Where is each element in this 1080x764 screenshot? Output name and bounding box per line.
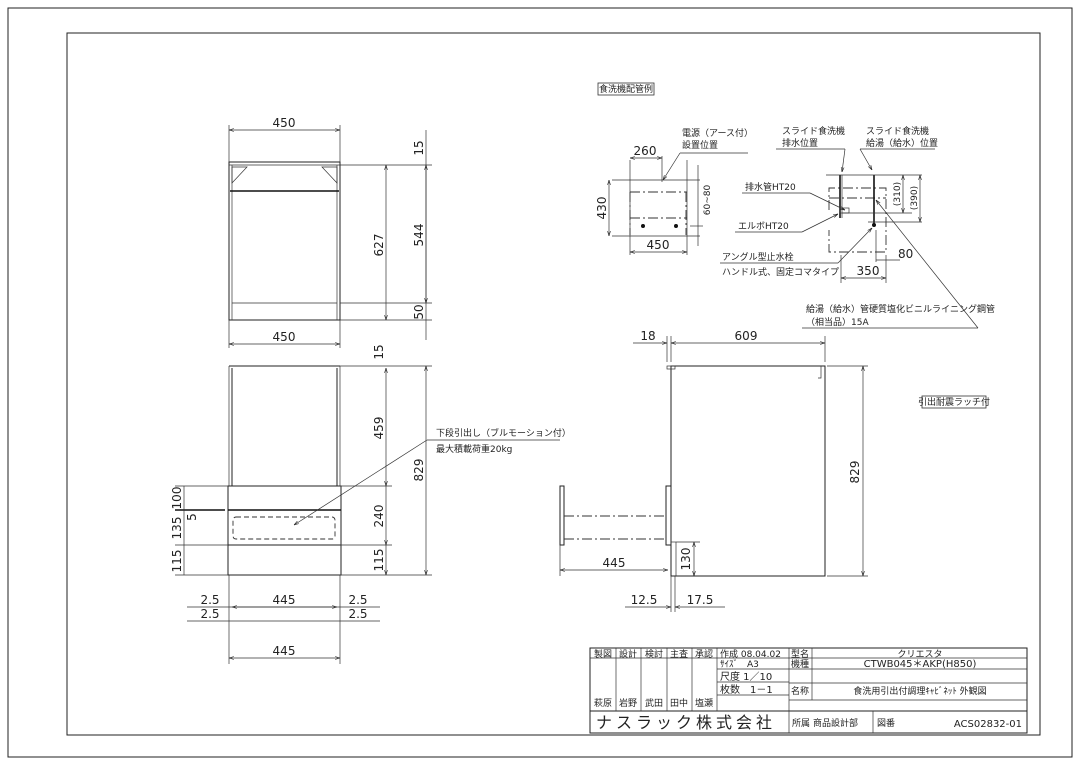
power-label-line2: 設置位置 bbox=[682, 139, 718, 151]
dim-front-inner-width: 445 bbox=[273, 593, 296, 607]
piping-title: 食洗機配管例 bbox=[599, 83, 653, 95]
piping-dim-390: (390) bbox=[910, 186, 920, 210]
title-block: 製図 設計 検討 主査 承認 萩原 岩野 武田 田中 塩瀬 作成 08.04.0… bbox=[589, 647, 1028, 734]
side-view: 130 18 609 829 445 12.5 17.5 引出耐震ラッチ付 bbox=[559, 329, 990, 612]
dim-side-door-thickness: 18 bbox=[640, 329, 655, 343]
valve-label-line2: ハンドル式、固定コマタイプ bbox=[722, 266, 839, 278]
sheet-count: 枚数 1－1 bbox=[720, 683, 773, 696]
piping-dim-260: 260 bbox=[634, 144, 657, 158]
dim-plan-width-top: 450 bbox=[273, 116, 296, 130]
elbow-label: エルボHT20 bbox=[738, 221, 789, 232]
drain-position-line1: スライド食洗機 bbox=[782, 125, 845, 137]
dept: 商品設計部 bbox=[813, 717, 858, 729]
supply-position-line2: 給湯（給水）位置 bbox=[866, 137, 938, 149]
role-chief: 主査 bbox=[670, 648, 688, 660]
pipe-note-line2: （相当品）15A bbox=[806, 316, 869, 328]
pipe-note-line1: 給湯（給水）管硬質塩化ビニルライニング鋼管 bbox=[806, 303, 995, 315]
piping-dim-430: 430 bbox=[595, 197, 609, 220]
front-view: 15 459 240 115 829 100 5 135 115 2.5 2.5… bbox=[170, 344, 571, 664]
drawer-note-line2: 最大積載荷重20kg bbox=[436, 443, 512, 455]
drain-position-line2: 排水位置 bbox=[782, 137, 818, 149]
dim-gap-left-b: 2.5 bbox=[200, 607, 219, 621]
piping-dim-450: 450 bbox=[647, 238, 670, 252]
name-approval: 塩瀬 bbox=[695, 697, 713, 709]
dim-side-height: 829 bbox=[848, 461, 862, 484]
dim-side-drawer-pull: 445 bbox=[603, 556, 626, 570]
role-drafting: 製図 bbox=[594, 648, 612, 660]
name-design: 岩野 bbox=[619, 697, 637, 709]
name-review: 武田 bbox=[645, 697, 663, 709]
dim-side-depth: 609 bbox=[735, 329, 758, 343]
drawing-title: 食洗用引出付調理ｷｬﾋﾞﾈｯﾄ 外観図 bbox=[853, 685, 986, 697]
model-name: クリエスタ bbox=[897, 649, 942, 660]
dept-label: 所属 bbox=[792, 718, 810, 729]
dim-side-b: 17.5 bbox=[687, 593, 714, 607]
drawing-no-label: 図番 bbox=[877, 717, 895, 729]
piping-dim-60-80: 60~80 bbox=[703, 185, 713, 216]
dim-front-plinth-right: 115 bbox=[372, 549, 386, 572]
dim-gap-right-b: 2.5 bbox=[348, 607, 367, 621]
title-label: 名称 bbox=[791, 685, 809, 697]
drawing-frame bbox=[66, 32, 1041, 736]
dim-front-top-offset: 15 bbox=[372, 344, 386, 359]
model-name-label: 型名 bbox=[791, 648, 809, 660]
piping-dim-350: 350 bbox=[857, 264, 880, 278]
dim-plan-width-bottom: 450 bbox=[273, 330, 296, 344]
power-label-line1: 電源（アース付） bbox=[682, 128, 753, 139]
dim-side-a: 12.5 bbox=[631, 593, 658, 607]
dim-plan-bottom-offset: 50 bbox=[412, 304, 426, 319]
dim-plan-depth: 627 bbox=[372, 234, 386, 257]
piping-dim-310: (310) bbox=[893, 182, 903, 206]
supply-position-line1: スライド食洗機 bbox=[866, 125, 929, 137]
role-review: 検討 bbox=[645, 648, 663, 660]
plan-view: 450 450 627 544 15 50 bbox=[228, 116, 432, 348]
drawing-no: ACS02832-01 bbox=[954, 719, 1022, 730]
valve-label-line1: アングル型止水栓 bbox=[722, 251, 794, 263]
dim-front-total-height: 829 bbox=[412, 459, 426, 482]
dim-front-drawer: 240 bbox=[372, 505, 386, 528]
dim-front-left-115: 115 bbox=[170, 550, 184, 573]
drawer-note-line1: 下段引出し（ブルモーション付） bbox=[436, 427, 571, 439]
company-name: ナスラック株式会社 bbox=[596, 713, 776, 732]
latch-label: 引出耐震ラッチ付 bbox=[918, 396, 990, 408]
dim-front-upper: 459 bbox=[372, 417, 386, 440]
dim-gap-right-a: 2.5 bbox=[348, 593, 367, 607]
scale: 尺度 1／10 bbox=[720, 670, 772, 683]
piping-example: 食洗機配管例 430 450 260 60~80 電源（アース付） 設置位置 (… bbox=[595, 82, 995, 329]
dim-plan-top-offset: 15 bbox=[412, 140, 426, 155]
dim-front-left-135: 135 bbox=[170, 517, 184, 540]
name-chief: 田中 bbox=[670, 697, 688, 709]
model-no-label: 機種 bbox=[791, 658, 809, 670]
outer-border bbox=[7, 7, 1073, 758]
created-date: 作成 08.04.02 bbox=[720, 648, 781, 660]
drain-pipe-label: 排水管HT20 bbox=[745, 181, 796, 193]
dim-front-bottom-width: 445 bbox=[273, 644, 296, 658]
name-drafting: 萩原 bbox=[594, 698, 612, 709]
dim-front-left-100: 100 bbox=[170, 487, 184, 510]
piping-dim-80: 80 bbox=[898, 247, 913, 261]
dim-side-plinth: 130 bbox=[679, 548, 693, 571]
dim-plan-depth-inner: 544 bbox=[412, 224, 426, 247]
dim-front-left-5: 5 bbox=[185, 513, 199, 521]
role-design: 設計 bbox=[619, 648, 637, 660]
model-no: CTWB045＊AKP(H850) bbox=[864, 659, 977, 670]
dim-gap-left-a: 2.5 bbox=[200, 593, 219, 607]
role-approval: 承認 bbox=[695, 648, 713, 660]
paper-size: ｻｲｽﾞ A3 bbox=[720, 659, 759, 670]
